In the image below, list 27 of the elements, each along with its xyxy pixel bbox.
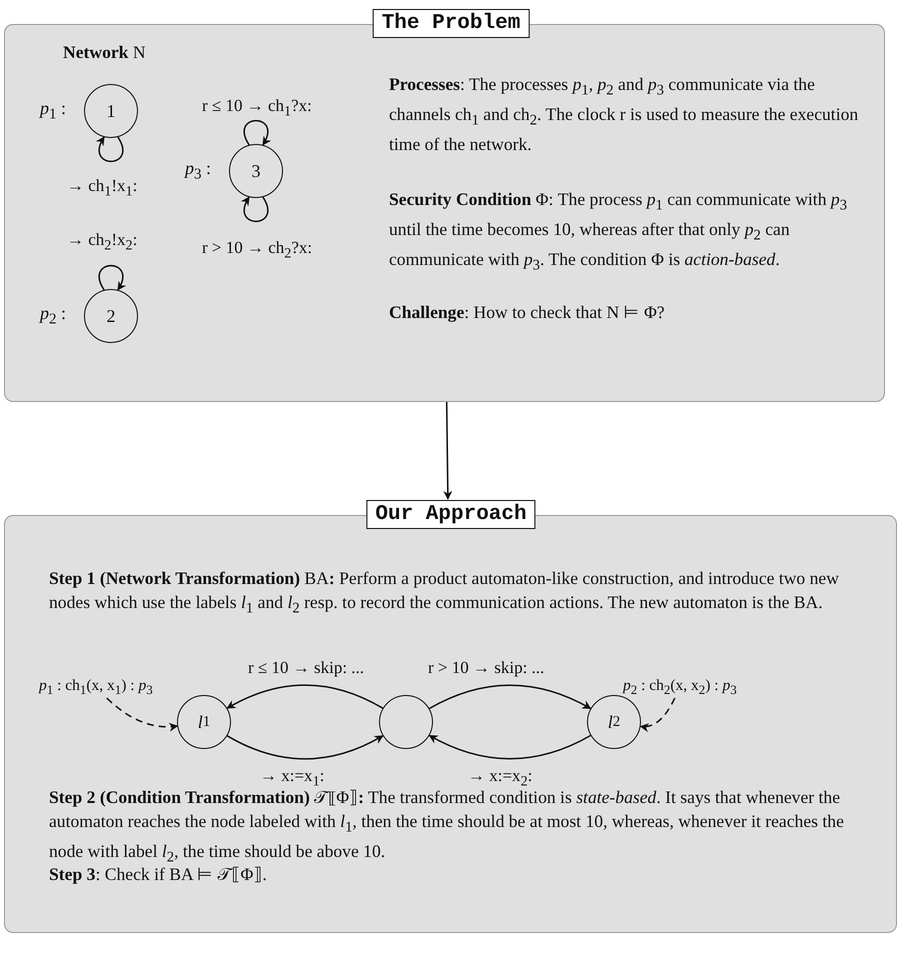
panel-title: The Problem	[372, 9, 530, 38]
arrow	[226, 735, 384, 760]
paragraph: Challenge: How to check that N ⊨ Φ?	[389, 301, 666, 324]
dashed-arrow	[106, 698, 178, 732]
heading: Network N	[63, 41, 146, 64]
panel-title: Our Approach	[366, 500, 536, 529]
dashed-arrow	[640, 698, 676, 732]
process-label: p$_{1}$ :	[40, 98, 66, 124]
self-loop-arrow	[98, 264, 126, 291]
communication-label: p$_{1}$ : ch$_{1}$(x, x$_{1}$) : p$_{3}$	[39, 677, 153, 698]
paragraph: Security Condition Φ: The process p$_{1}$ can communicate with p$_{3}$ until the time becomes 10, whereas after that only p$_{2}$ can communicate with p$_{3}$. The condition Φ is action-based.	[389, 188, 848, 276]
state-circle: 3	[229, 144, 283, 198]
self-loop-arrow	[96, 136, 124, 162]
state-circle: 1	[84, 84, 138, 138]
edge-label: r > 10 → skip: ...	[426, 658, 546, 678]
process-label: p$_{2}$ :	[40, 303, 66, 329]
paragraph: Step 1 (Network Transformation) BA: Perform a product automaton-like construction, and introduce two new nodes which use the labels l$_{1}$ and l$_{2}$ resp. to record the communication actions. The new automaton is the BA.	[49, 567, 840, 618]
process-label: p$_{3}$ :	[185, 158, 212, 184]
state-circle	[379, 695, 433, 749]
state-circle: 2	[84, 289, 138, 343]
arrow	[226, 684, 384, 709]
self-loop-arrow	[241, 196, 269, 222]
paragraph: Processes: The processes p$_{1}$, p$_{2}$ and p$_{3}$ communicate via the channels ch$_{1}$ and ch$_{2}$. The clock r is used to measure the execution time of the network.	[389, 73, 860, 156]
arrow	[443, 402, 452, 500]
arrow	[428, 734, 591, 760]
arrow	[429, 684, 592, 710]
self-loop-arrow	[243, 120, 271, 146]
